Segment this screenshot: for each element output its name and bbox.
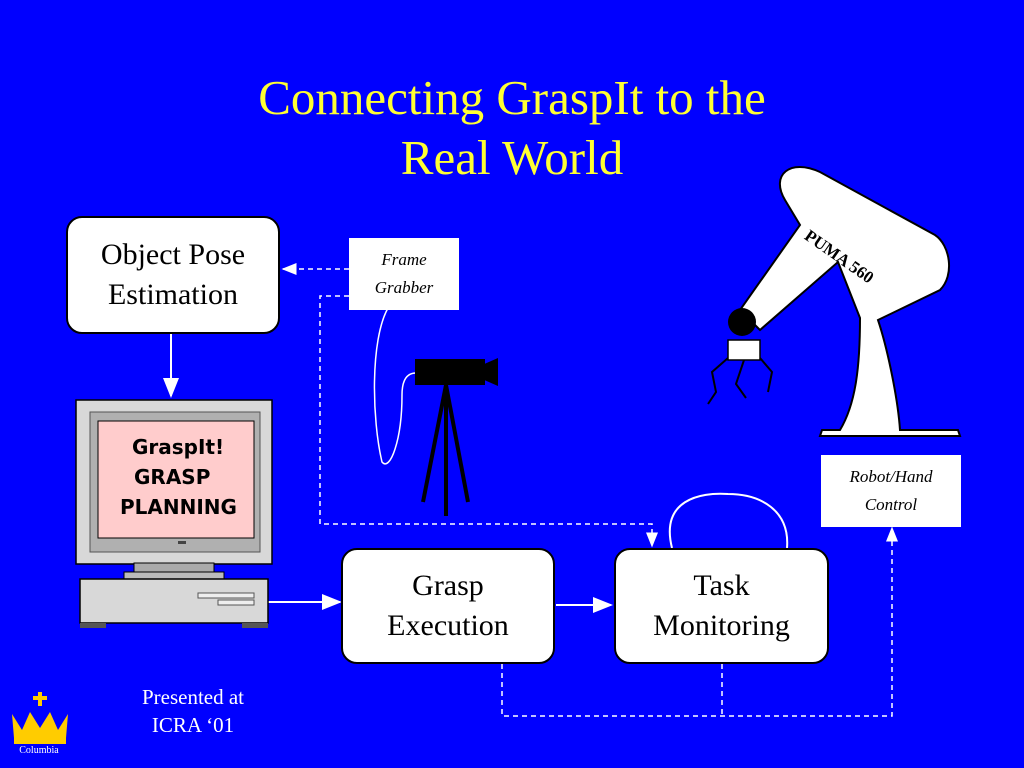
columbia-crown-logo xyxy=(12,692,68,744)
title-line-1: Connecting GraspIt to the xyxy=(258,70,766,125)
task-line-2: Monitoring xyxy=(653,609,790,642)
robot-line-1: Robot/Hand xyxy=(849,467,933,486)
pose-line-1: Object Pose xyxy=(100,238,246,271)
presented-line-2: ICRA ‘01 xyxy=(151,713,235,737)
screen-text: GraspIt! GRASP PLANNING xyxy=(112,432,237,522)
presented-at-text: Presented at ICRA ‘01 xyxy=(118,683,268,739)
computer-icon xyxy=(75,399,273,628)
grasp-line-1: Grasp xyxy=(412,569,484,602)
screen-line-1: GraspIt! xyxy=(132,435,225,459)
robot-line-2: Control xyxy=(864,495,918,514)
grasp-to-robot-dashed xyxy=(501,526,898,717)
task-line-1: Task xyxy=(693,569,750,602)
title-line-2: Real World xyxy=(400,130,624,185)
screen-line-3: PLANNING xyxy=(120,495,237,519)
columbia-logo-text: Columbia xyxy=(19,745,59,756)
robot-arm-icon xyxy=(707,166,962,437)
grasp-line-2: Execution xyxy=(387,609,509,642)
pose-line-2: Estimation xyxy=(107,278,238,311)
framegrabber-to-task-dashed xyxy=(319,295,658,548)
slide-title: Connecting GraspIt to the Real World xyxy=(0,68,1024,188)
camera-icon xyxy=(415,358,498,516)
presented-line-1: Presented at xyxy=(141,685,245,709)
screen-line-2: GRASP xyxy=(134,465,211,489)
frame-line-1: Frame xyxy=(381,250,427,269)
task-loop-arc xyxy=(668,492,789,549)
frame-line-2: Grabber xyxy=(374,278,434,297)
camera-cable xyxy=(373,307,417,465)
